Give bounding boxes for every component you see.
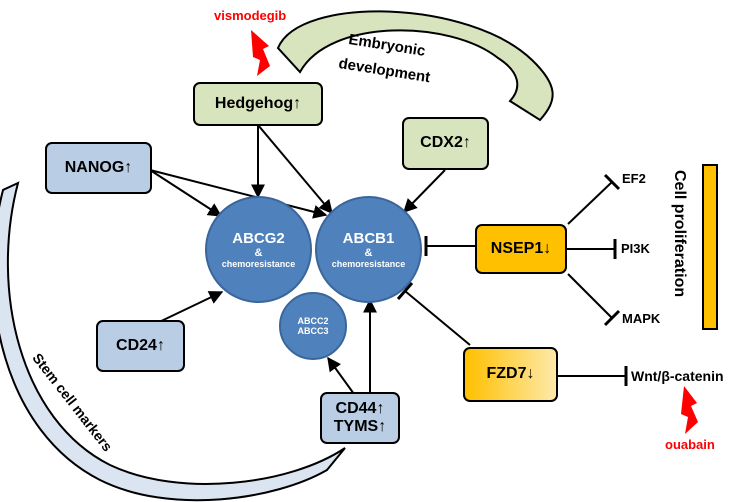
abcg2-title: ABCG2: [232, 230, 285, 247]
vismodegib-bolt-icon: [251, 30, 270, 76]
arrow-cd44-abcc: [327, 356, 355, 395]
abcb1-circle: ABCB1 & chemoresistance: [315, 196, 422, 303]
inhibit-nsep1-ef2: [567, 181, 613, 225]
cell-proliferation-bar: [702, 164, 718, 330]
nanog-node: NANOG↑: [45, 142, 152, 194]
stem-cell-markers-arc: [0, 181, 346, 502]
cd44-label: CD44↑: [335, 399, 385, 417]
fzd7-node: FZD7↓: [463, 347, 558, 402]
arrow-cd24-abcg2: [154, 291, 224, 325]
mapk-label: MAPK: [622, 311, 661, 326]
abcc2-label: ABCC2: [297, 316, 329, 326]
inhibit-fzd7-abcb1: [404, 290, 471, 346]
cdx2-node: CDX2↑: [402, 117, 489, 170]
arrow-cdx2-abcb1: [403, 169, 446, 214]
vismodegib-label: vismodegib: [214, 8, 287, 23]
cd24-node: CD24↑: [96, 320, 185, 372]
arrow-nanog-abcg2: [149, 169, 223, 217]
tyms-label: TYMS↑: [333, 418, 387, 435]
abcg2-circle: ABCG2 & chemoresistance: [205, 196, 312, 303]
abcc-circle: ABCC2 ABCC3: [279, 292, 347, 360]
pi3k-label: PI3K: [621, 241, 650, 256]
ouabain-bolt-icon: [681, 386, 698, 434]
wnt-label: Wnt/β-catenin: [631, 368, 724, 384]
abcb1-amp: &: [364, 247, 373, 259]
ef2-label: EF2: [622, 171, 646, 186]
abcg2-amp: &: [254, 247, 263, 259]
inhibit-nsep1-mapk: [567, 273, 613, 319]
abcg2-sub: chemoresistance: [221, 259, 296, 269]
cd44-tyms-node: CD44↑ TYMS↑: [320, 392, 400, 444]
ouabain-label: ouabain: [665, 437, 715, 452]
cell-proliferation-label: Cell proliferation: [671, 170, 688, 298]
embryonic-development-arc: [276, 10, 554, 122]
arrow-nanog-abcb1: [149, 169, 328, 219]
abcc3-label: ABCC3: [297, 326, 329, 336]
abcb1-sub: chemoresistance: [331, 259, 406, 269]
arrow-hedgehog-abcb1: [257, 124, 333, 215]
abcb1-title: ABCB1: [342, 230, 395, 247]
hedgehog-node: Hedgehog↑: [193, 82, 323, 126]
nsep1-node: NSEP1↓: [475, 224, 567, 274]
